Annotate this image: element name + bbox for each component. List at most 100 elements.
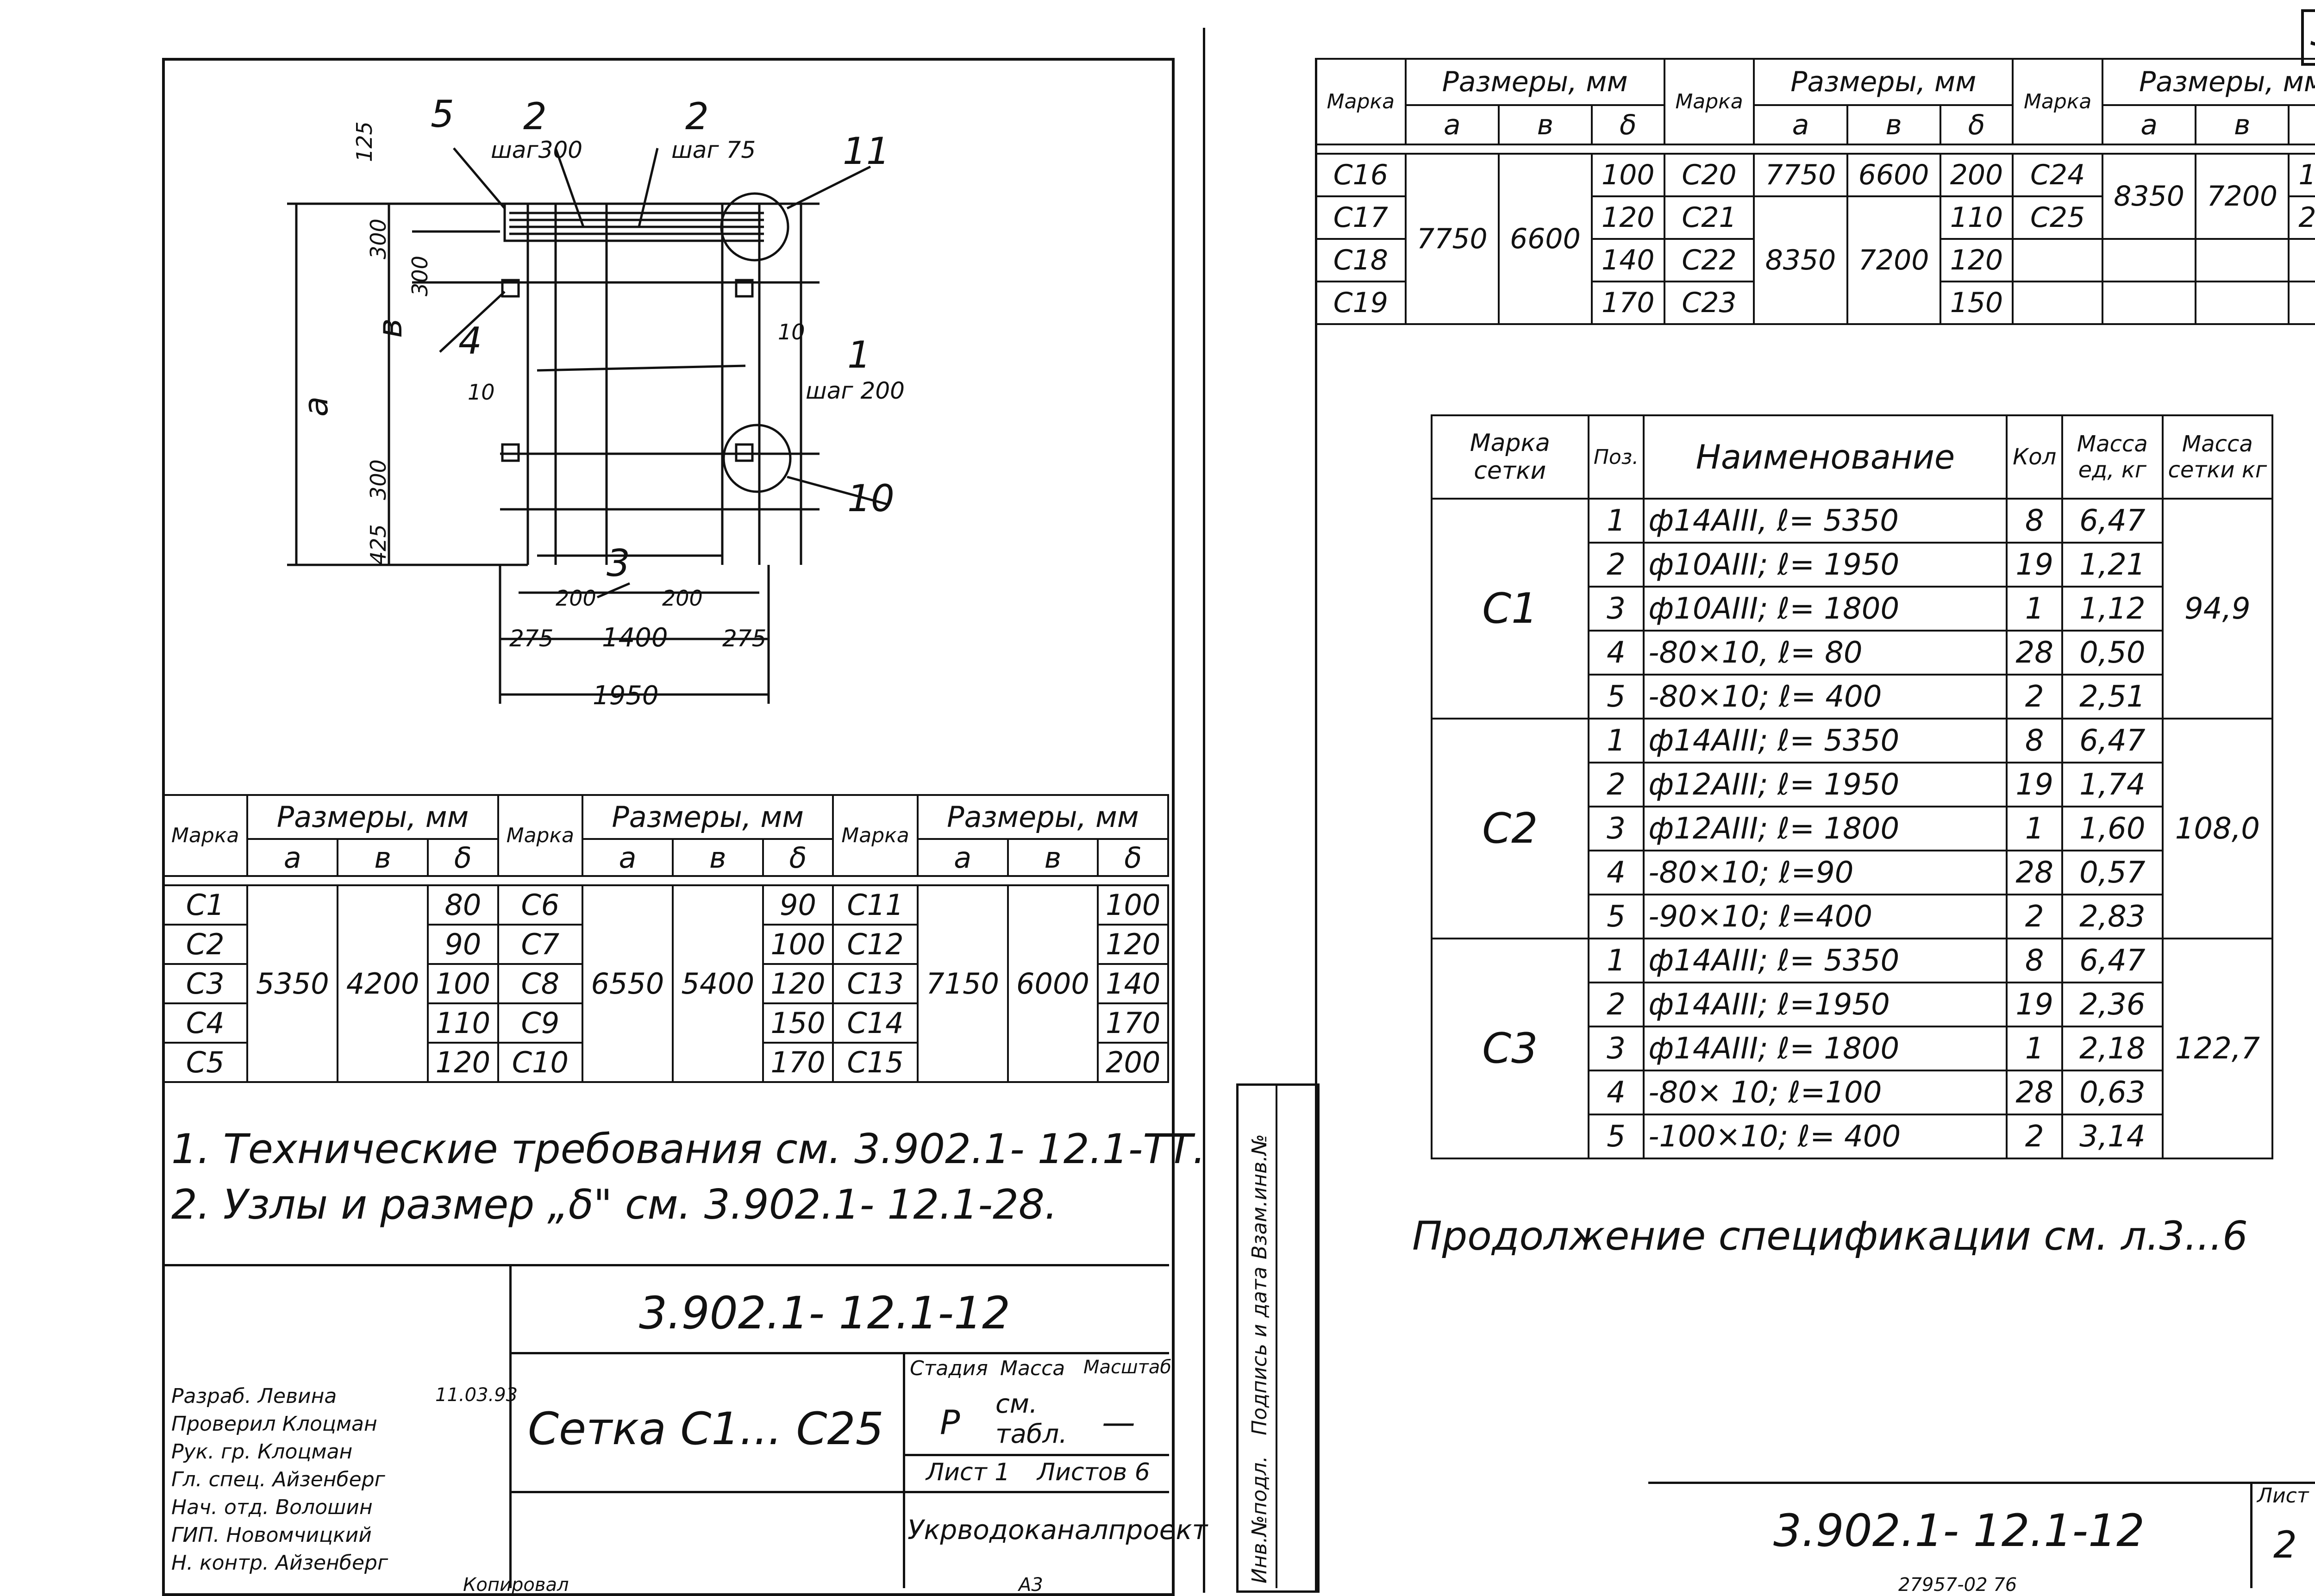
table-cell-a: 7750 [1404,153,1500,325]
note-1: 1. Технические требования см. 3.902.1- 1… [171,1125,1206,1173]
name-cell: -80×10; ℓ=90 [1643,850,2008,895]
qty-cell: 8 [2006,938,2064,983]
table-cell-d: 120 [762,963,834,1004]
table-cell-mark: С12 [832,924,919,965]
table-cell-mark: С8 [497,963,584,1004]
label-dim125: 125 [352,121,377,162]
qty-cell: 2 [2006,674,2064,720]
table-cell-d: 110 [427,1002,499,1044]
table-cell-empty [2102,238,2197,282]
sheet-number: 35 [2310,9,2315,55]
scale-value: — [1102,1403,1135,1442]
table-cell-mark: С21 [1663,195,1755,240]
pos-cell: 5 [1587,1114,1645,1159]
name-cell: ф12АIII; ℓ= 1800 [1643,806,2008,851]
mesh-drawing [287,147,889,704]
table-cell-b: 4200 [337,884,429,1083]
table-cell-mark: С16 [1315,153,1407,197]
table-cell-mark: С19 [1315,281,1407,325]
table-cell-mark: С15 [832,1042,919,1083]
header-sizes: Размеры, мм [1404,58,1665,106]
unit-mass-cell: 1,74 [2061,762,2164,807]
title-block-top [162,1264,1169,1266]
header-sizes: Размеры, мм [582,794,834,840]
left-size-table: Марка Размеры, мм Марка Размеры, мм Марк… [162,794,1170,1083]
table-cell-a: 7150 [916,884,1009,1083]
table-cell-a: 7750 [1753,153,1848,197]
subheader-d: δ [762,838,834,877]
label-dim300b: 300 [407,256,432,296]
pos-cell: 1 [1587,938,1645,983]
side-stamp-divider [1276,1083,1277,1588]
label-dim200b: 200 [662,586,703,611]
table-cell-mark: С25 [2012,195,2104,240]
label-dim10b: 10 [468,380,495,405]
pos-cell: 1 [1587,498,1645,544]
org-name: Укрводоканалпроект [907,1514,1208,1546]
table-cell-a: 8350 [1753,195,1848,325]
side-stamp-sign: Подпись и дата [1248,1266,1271,1435]
label-dim-b: в [370,318,409,338]
role-5: Нач. отд. Волошин [171,1496,373,1519]
table-cell-d: 100 [1590,153,1665,197]
table-cell-d: 80 [427,884,499,926]
table-cell-empty [2195,281,2290,325]
name-cell: ф10АIII; ℓ= 1800 [1643,586,2008,632]
table-cell-d: 100 [762,924,834,965]
table-cell-mark: С11 [832,884,919,926]
name-cell: ф12АIII; ℓ= 1950 [1643,762,2008,807]
table-cell-d: 90 [427,924,499,965]
subheader-b: в [2195,104,2290,145]
approval-date: 11.03.93 [435,1384,518,1406]
unit-mass-cell: 2,18 [2061,1026,2164,1071]
header-sizes: Размеры, мм [916,794,1170,840]
label-pos11: 11 [843,130,890,173]
pos-cell: 2 [1587,982,1645,1027]
qty-cell: 28 [2006,630,2064,676]
table-cell-mark: С18 [1315,238,1407,282]
pos-cell: 5 [1587,894,1645,939]
stage-label: Стадия [910,1357,988,1380]
qty-cell: 28 [2006,850,2064,895]
unit-mass-cell: 6,47 [2061,718,2164,764]
unit-mass-cell: 2,51 [2061,674,2164,720]
table-cell-mark: С4 [162,1002,249,1044]
name-cell: ф14АIII; ℓ= 5350 [1643,718,2008,764]
label-dim1400: 1400 [602,623,668,653]
footer-code: 3.902.1- 12.1-12 [1773,1505,2145,1557]
label-dim-a: а [296,396,335,417]
pos-cell: 2 [1587,542,1645,588]
header-mesh-mass: Масса сетки кг [2161,414,2274,500]
subheader-a: а [916,838,1009,877]
qty-cell: 2 [2006,1114,2064,1159]
table-cell-d: 200 [1939,153,2014,197]
table-cell-d: 170 [2288,153,2315,197]
table-cell-empty [2195,238,2290,282]
table-cell-mark: С22 [1663,238,1755,282]
subheader-b: в [671,838,764,877]
label-pos2b: 2 [685,95,709,138]
table-cell-b: 7200 [2195,153,2290,240]
subheader-b: в [1846,104,1941,145]
title-block-left-divider [509,1264,512,1588]
name-cell: ф14АIII; ℓ= 5350 [1643,938,2008,983]
label-pos2a: 2 [523,95,547,138]
table-cell-d: 140 [1590,238,1665,282]
table-cell-mark: С20 [1663,153,1755,197]
header-mesh-mark: Марка сетки [1431,414,1589,500]
right-footer-top [1648,1482,2315,1484]
title-code: 3.902.1- 12.1-12 [639,1287,1011,1339]
copied-label: Копировал [463,1574,569,1596]
qty-cell: 8 [2006,498,2064,544]
subheader-d: δ [2288,104,2315,145]
subheader-d: δ [1097,838,1169,877]
label-pos4: 4 [458,319,482,363]
role-7: Н. контр. Айзенберг [171,1551,388,1575]
table-cell-mark: С14 [832,1002,919,1044]
sheet-divider [1203,28,1205,1593]
table-cell-d: 200 [2288,195,2315,240]
title-block-code-divider [509,1352,1169,1354]
subheader-b: в [337,838,429,877]
name-cell: -100×10; ℓ= 400 [1643,1114,2008,1159]
subheader-a: а [1753,104,1848,145]
